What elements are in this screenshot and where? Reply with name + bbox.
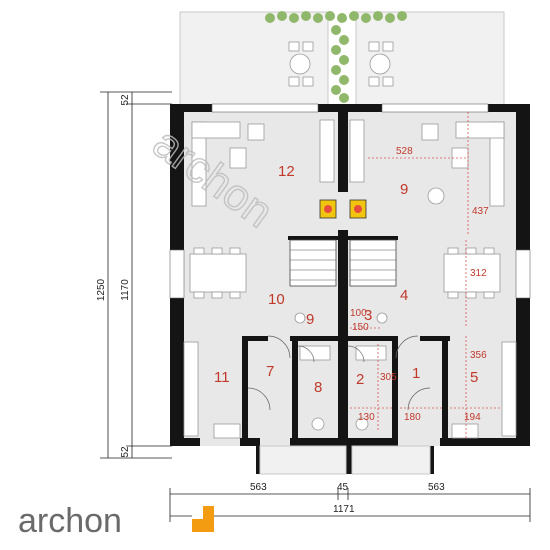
room-label-12: 12 [278, 163, 295, 180]
windows [169, 103, 531, 299]
staircase-right [349, 239, 397, 287]
red-dim-437: 437 [472, 206, 489, 217]
archon-logo: archon [18, 502, 214, 540]
room-label-3: 3 [364, 307, 372, 324]
room-label-4: 4 [400, 287, 408, 304]
terrace-table-right [368, 41, 394, 87]
bottom-dimension-chain: 563 45 563 1171 [169, 482, 531, 522]
red-dim-130: 130 [358, 412, 375, 423]
kitchen-island-right [349, 119, 365, 183]
room-label-7: 7 [266, 363, 274, 380]
red-dim-180: 180 [404, 412, 421, 423]
red-dim-150: 150 [352, 322, 369, 333]
staircase-left [289, 239, 337, 287]
room-label-10: 10 [268, 291, 285, 308]
red-dim-305: 305 [380, 372, 397, 383]
exterior-walls [170, 104, 530, 474]
room-label-8: 8 [314, 379, 322, 396]
dim-left-total: 1250 [96, 278, 107, 301]
kitchen-counter-right [451, 341, 517, 439]
red-dim-356: 356 [470, 350, 487, 361]
red-dim-528: 528 [396, 146, 413, 157]
bathroom-fixtures [294, 312, 388, 431]
entrance-step-left [259, 445, 347, 475]
kitchen-island-left [319, 119, 335, 183]
garden-hedge [265, 11, 407, 103]
red-guide-lines [350, 112, 500, 438]
kitchen-counter-left [183, 341, 241, 439]
dim-bottom-left: 563 [250, 482, 267, 493]
door-swings [247, 335, 431, 411]
red-dim-312: 312 [470, 268, 487, 279]
red-dimensions: 528 437 312 100 150 305 356 130 180 194 [350, 146, 489, 423]
dim-left-bottom: 52 [120, 446, 131, 458]
fireplace-right [349, 199, 367, 219]
dim-left-top: 52 [120, 94, 131, 106]
dim-bottom-total: 1171 [333, 504, 355, 515]
interior-walls [242, 112, 450, 438]
room-label-2: 2 [356, 371, 364, 388]
left-dimension-chain: 1250 1170 52 52 [96, 91, 172, 459]
dim-bottom-mid: 45 [337, 482, 349, 493]
room-label-9-second: 9 [400, 181, 408, 198]
room-label-1: 1 [412, 365, 420, 382]
room-label-9: 9 [306, 311, 314, 328]
logo-text: archon [18, 502, 122, 540]
entrance-step-right [351, 445, 431, 475]
red-dim-194: 194 [464, 412, 481, 423]
room-label-5: 5 [470, 369, 478, 386]
dining-table-left [189, 247, 247, 299]
sofa-left [191, 121, 265, 207]
dim-left-inner: 1170 [120, 279, 131, 301]
dining-table-right [443, 247, 501, 299]
dim-bottom-right: 563 [428, 482, 445, 493]
fireplace-left [319, 199, 337, 219]
red-dim-100: 100 [350, 308, 367, 319]
room-labels: 12 9 10 9 1 8 11 7 2 3 4 5 6 [214, 163, 478, 396]
room-label-11: 11 [214, 369, 230, 386]
terrace-table-left [288, 41, 314, 87]
